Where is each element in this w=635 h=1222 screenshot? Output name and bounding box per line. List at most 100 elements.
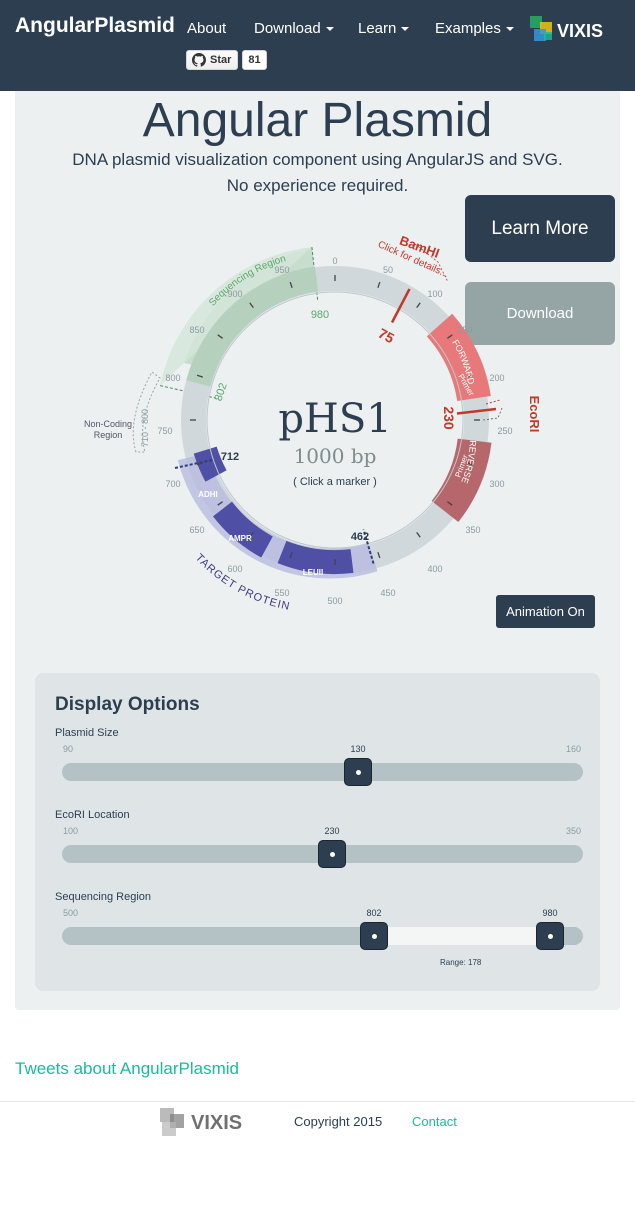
- nav-examples-dropdown[interactable]: Examples: [435, 20, 514, 37]
- svg-text:300: 300: [489, 479, 504, 489]
- svg-text:0: 0: [332, 256, 337, 266]
- sequencing-region-high-handle[interactable]: [536, 922, 564, 950]
- scale-labels: 0 50 100 150 200 250 300 350 400 450 500…: [157, 256, 512, 606]
- svg-text:400: 400: [427, 564, 442, 574]
- bamhi-leader: [414, 243, 449, 283]
- svg-text:650: 650: [189, 525, 204, 535]
- ecori-location-value: 230: [324, 826, 340, 836]
- caret-down-icon: [325, 27, 334, 32]
- github-star-widget: Star 81: [186, 50, 267, 70]
- svg-text:750: 750: [157, 426, 172, 436]
- svg-text:950: 950: [274, 265, 289, 275]
- svg-text:450: 450: [380, 588, 395, 598]
- contact-link[interactable]: Contact: [412, 1114, 457, 1129]
- leuii-label: LEUII: [303, 568, 323, 577]
- ecori-dash: [485, 399, 501, 405]
- nav-download-dropdown[interactable]: Download: [254, 20, 334, 37]
- plasmid-size-slider-handle[interactable]: [344, 758, 372, 786]
- github-star-count[interactable]: 81: [242, 50, 267, 70]
- svg-text:200: 200: [489, 373, 504, 383]
- caret-down-icon: [401, 27, 410, 32]
- footer-divider: [0, 1101, 635, 1102]
- click-marker-hint: ( Click a marker ): [293, 476, 377, 488]
- tweets-link[interactable]: Tweets about AngularPlasmid: [15, 1059, 239, 1078]
- sequencing-start-value: 802: [213, 381, 230, 402]
- target-start-line: [174, 459, 213, 469]
- svg-text:800: 800: [165, 373, 180, 383]
- adhi-protein-marker[interactable]: [193, 446, 227, 482]
- plasmid-size-slider-track[interactable]: [62, 763, 583, 781]
- bamhi-position: 75: [376, 325, 397, 347]
- github-star-label: Star: [210, 54, 232, 66]
- inner-scale-circle: [206, 291, 464, 549]
- github-icon: [192, 53, 206, 67]
- plasmid-map: 0 50 100 150 200 250 300 350 400 450 500…: [0, 0, 542, 613]
- plasmid-size-min: 90: [63, 744, 74, 754]
- sequencing-ring-segment[interactable]: [186, 266, 319, 387]
- ampr-label: AMPR: [228, 534, 252, 543]
- ecori-location-slider-handle[interactable]: [318, 840, 346, 868]
- target-end-value: 462: [351, 531, 369, 543]
- svg-text:250: 250: [497, 426, 512, 436]
- nav-examples-label: Examples: [435, 20, 501, 37]
- learn-more-button[interactable]: Learn More: [465, 195, 615, 262]
- ecori-marker-line[interactable]: [456, 407, 497, 415]
- sequencing-region-wedge: [160, 247, 312, 386]
- plasmid-size: 1000 bp: [294, 444, 377, 468]
- nav-about-label: About: [187, 20, 227, 37]
- vixis-footer-logo[interactable]: VIXIS: [158, 1106, 270, 1138]
- svg-text:100: 100: [427, 289, 442, 299]
- brand-link[interactable]: AngularPlasmid: [15, 14, 175, 37]
- svg-text:900: 900: [227, 289, 242, 299]
- reverse-primer-marker[interactable]: [431, 438, 492, 523]
- github-star-button[interactable]: Star: [186, 50, 239, 70]
- copyright-text: Copyright 2015: [294, 1114, 383, 1129]
- subtitle-line-2: No experience required.: [226, 176, 409, 195]
- svg-text:700: 700: [165, 479, 180, 489]
- caret-down-icon: [505, 27, 514, 32]
- sequencing-region-slider-range: [374, 927, 550, 945]
- animation-toggle-button[interactable]: Animation On: [496, 595, 595, 628]
- ampr-protein-marker[interactable]: [212, 501, 274, 558]
- svg-text:500: 500: [327, 596, 342, 606]
- subtitle-line-1: DNA plasmid visualization component usin…: [72, 150, 563, 169]
- svg-text:350: 350: [465, 525, 480, 535]
- nav-about[interactable]: About: [187, 20, 226, 37]
- sequencing-region-low-value: 802: [366, 908, 382, 918]
- noncoding-label-2: Region: [94, 430, 123, 440]
- sequencing-region-min: 500: [63, 908, 79, 918]
- adhi-label: ADHI: [198, 490, 218, 499]
- ecori-label[interactable]: EcoRI: [527, 396, 542, 433]
- svg-text:600: 600: [227, 564, 242, 574]
- forward-primer-marker[interactable]: [426, 313, 491, 402]
- svg-text:550: 550: [274, 588, 289, 598]
- navbar: AngularPlasmid About Download Learn Exam…: [0, 0, 635, 91]
- ecori-leader: [482, 407, 503, 421]
- nav-download-label: Download: [254, 20, 321, 37]
- sequencing-region-low-handle[interactable]: [360, 922, 388, 950]
- sequencing-region-label: Sequencing Region: [55, 891, 152, 903]
- bamhi-marker-line[interactable]: [390, 288, 411, 324]
- display-options-title: Display Options: [55, 694, 200, 715]
- plasmid-size-value: 130: [350, 744, 366, 754]
- plasmid-size-max: 160: [566, 744, 582, 754]
- noncoding-label-1: Non-Coding: [84, 419, 132, 429]
- leuii-protein-marker[interactable]: [277, 540, 354, 575]
- scale-ticks: [190, 275, 480, 565]
- target-end-line: [362, 529, 375, 564]
- download-button[interactable]: Download: [465, 282, 615, 345]
- svg-text:50: 50: [383, 265, 393, 275]
- page-title: Angular Plasmid: [142, 94, 493, 147]
- ecori-location-min: 100: [63, 826, 79, 836]
- sequencing-region-high-value: 980: [542, 908, 558, 918]
- nav-learn-dropdown[interactable]: Learn: [358, 20, 410, 37]
- plasmid-size-label: Plasmid Size: [55, 727, 119, 739]
- svg-text:VIXIS: VIXIS: [557, 21, 603, 41]
- nav-learn-label: Learn: [358, 20, 397, 37]
- vixis-logo[interactable]: VIXIS: [530, 16, 630, 44]
- plasmid-name: pHS1: [278, 396, 391, 442]
- ecori-position: 230: [441, 406, 457, 430]
- noncoding-range: 710 - 800: [140, 409, 150, 447]
- ecori-location-label: EcoRI Location: [55, 809, 130, 821]
- sequencing-region-range-text: Range: 178: [440, 958, 482, 967]
